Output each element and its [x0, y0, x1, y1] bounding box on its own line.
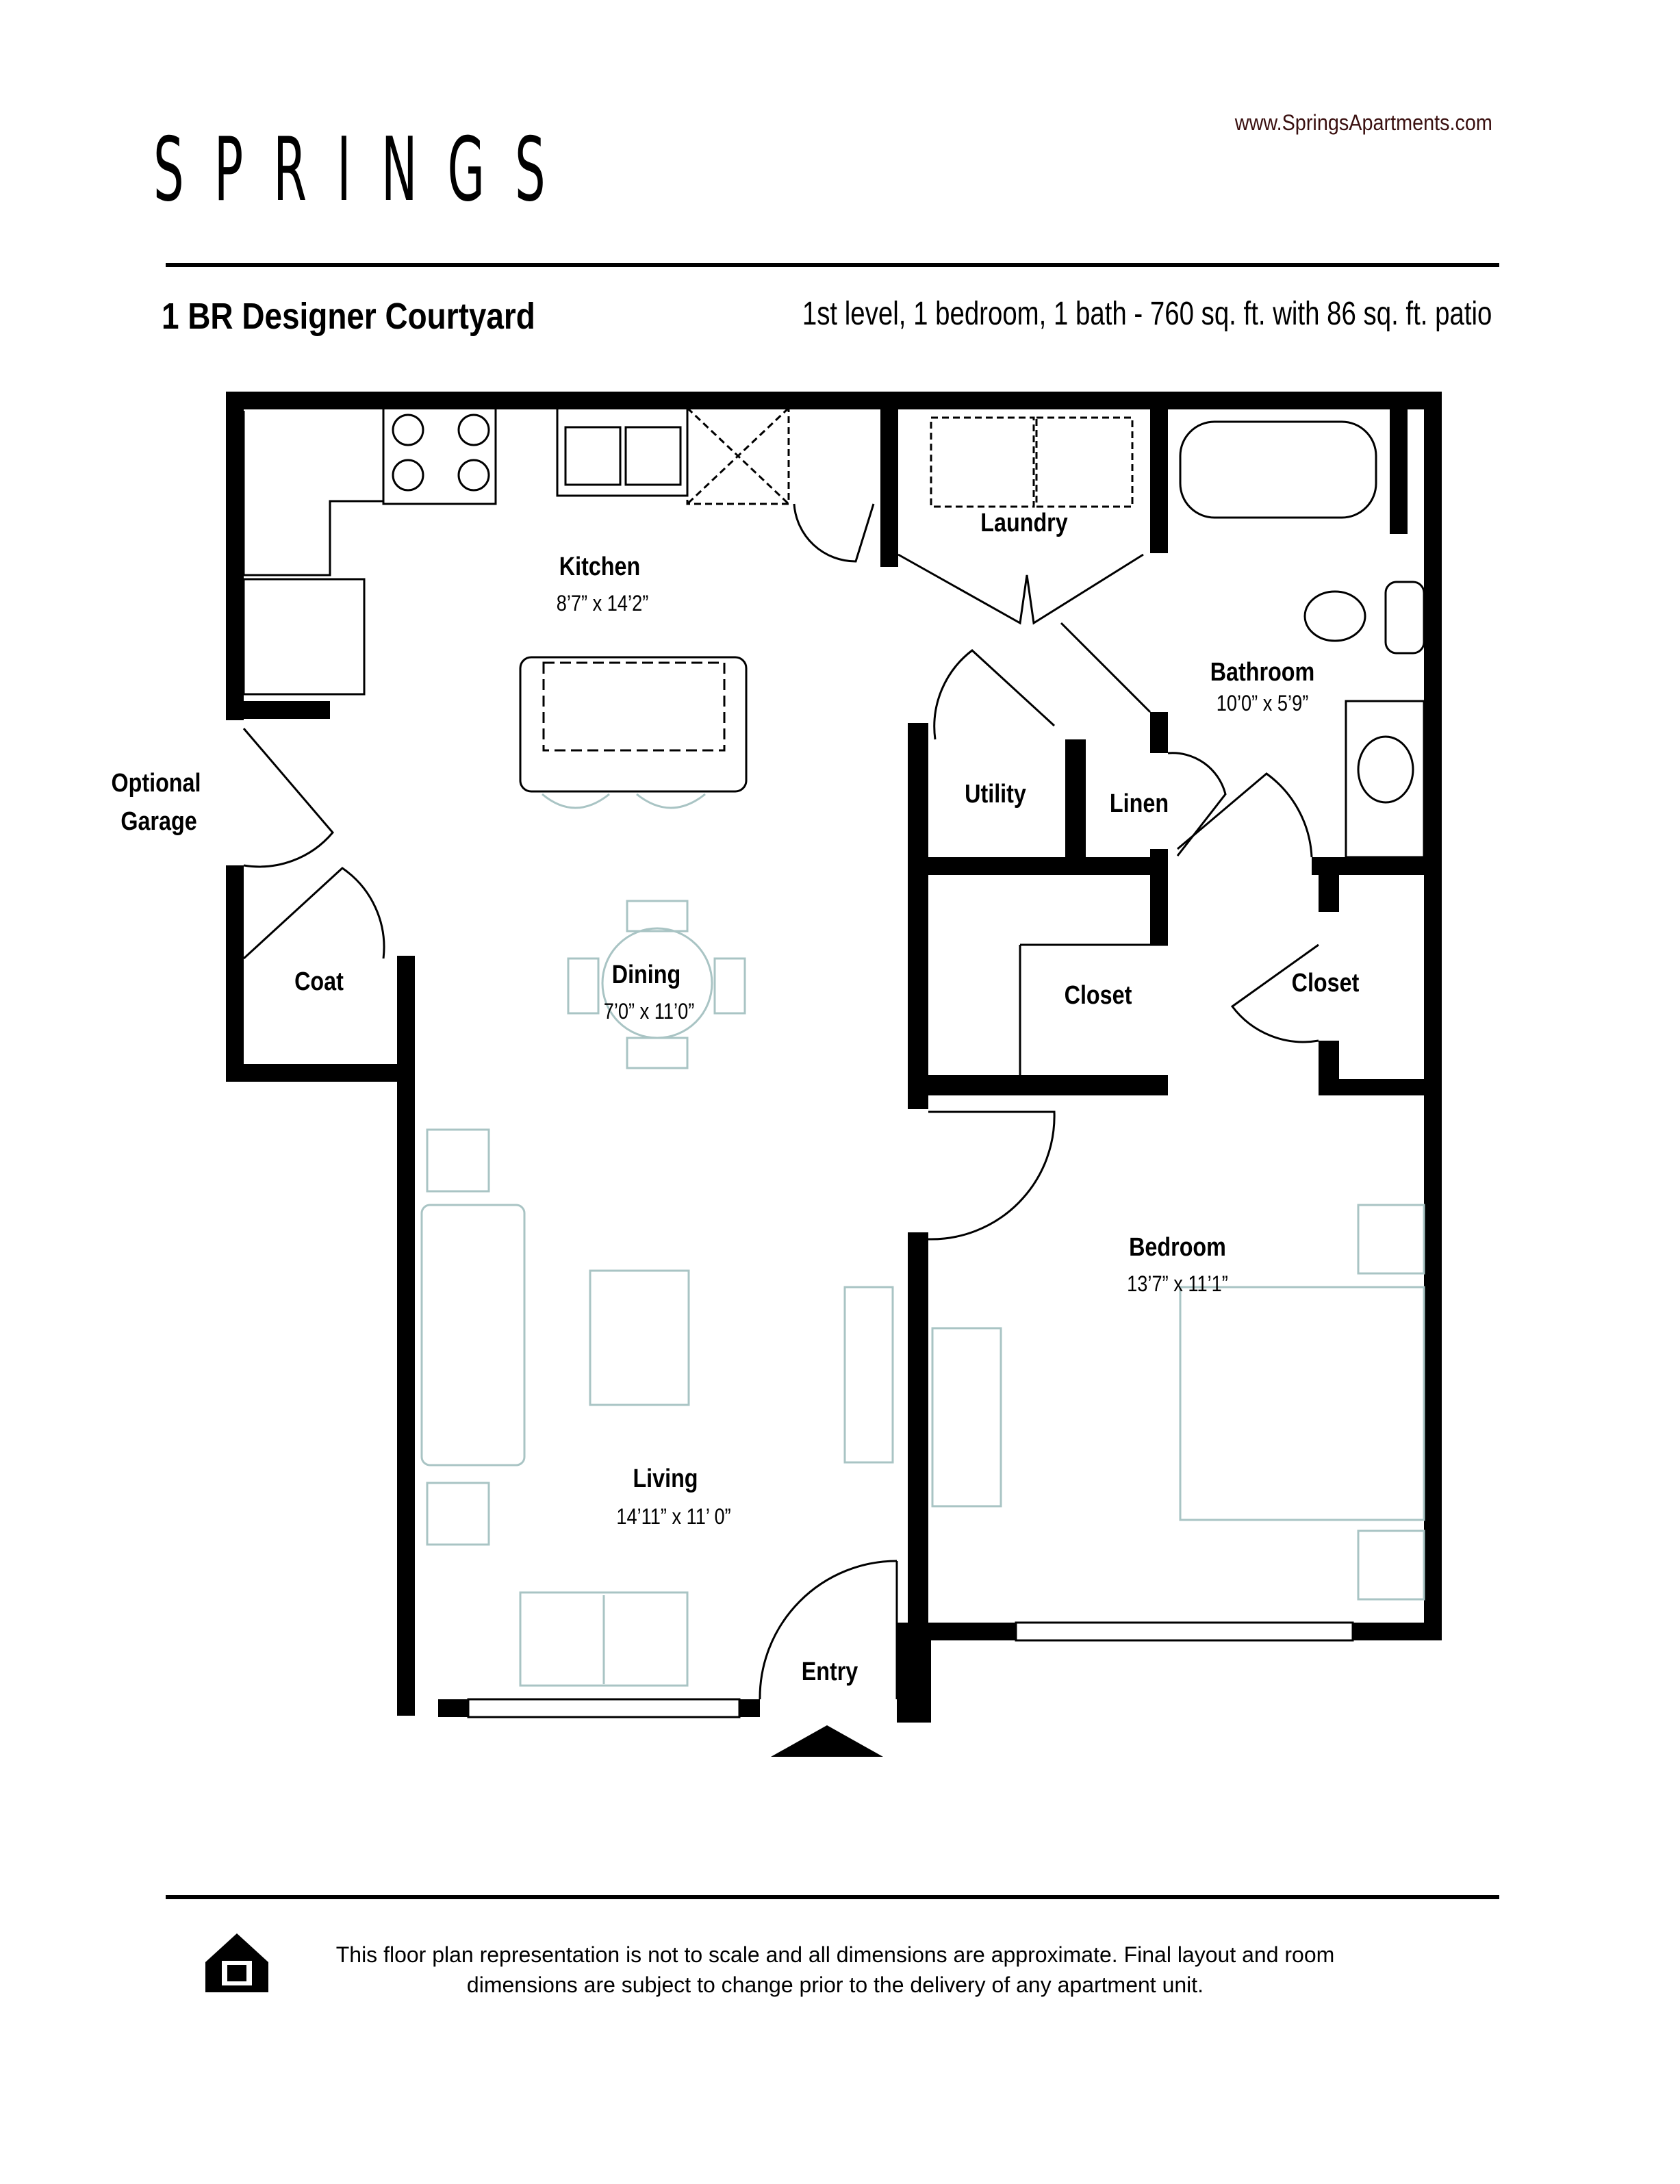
room-label-linen: Linen: [1109, 790, 1169, 819]
furniture: [420, 793, 1425, 1687]
room-dim-living: 14’11” x 11’ 0”: [616, 1506, 731, 1529]
room-label-dining: Dining: [611, 961, 681, 990]
plan-title: 1 BR Designer Courtyard: [162, 296, 535, 337]
room-label-bathroom: Bathroom: [1210, 659, 1315, 687]
fixtures: [242, 407, 1425, 1700]
room-label-entry: Entry: [801, 1658, 858, 1687]
room-label-utility: Utility: [965, 780, 1026, 809]
room-label-closet-1: Closet: [1064, 982, 1132, 1011]
disclaimer: This floor plan representation is not to…: [335, 1944, 1335, 1998]
room-label-coat: Coat: [294, 968, 344, 997]
room-dim-bedroom: 13’7” x 11’1”: [1127, 1273, 1228, 1297]
room-dim-bathroom: 10’0” x 5’9”: [1216, 693, 1309, 716]
room-dim-dining: 7’0” x 11’0”: [603, 1001, 695, 1024]
bottom-divider: [166, 1895, 1499, 1899]
room-label-garage-2: Garage: [120, 808, 197, 837]
springs-logo: SPRINGS: [153, 120, 576, 222]
plan-description: 1st level, 1 bedroom, 1 bath - 760 sq. f…: [802, 296, 1493, 333]
equal-housing-icon: [205, 1933, 268, 1992]
room-label-garage-1: Optional: [111, 770, 201, 798]
room-label-kitchen: Kitchen: [559, 553, 641, 582]
room-label-bedroom: Bedroom: [1129, 1234, 1226, 1262]
room-label-living: Living: [633, 1465, 698, 1494]
room-label-laundry: Laundry: [980, 509, 1068, 538]
windows: [467, 1621, 1354, 1718]
website-link[interactable]: www.SpringsApartments.com: [1234, 112, 1492, 136]
top-divider: [166, 263, 1499, 267]
room-dim-kitchen: 8’7” x 14’2”: [556, 593, 649, 616]
walls: [226, 392, 1442, 1757]
room-label-closet-2: Closet: [1291, 969, 1360, 998]
